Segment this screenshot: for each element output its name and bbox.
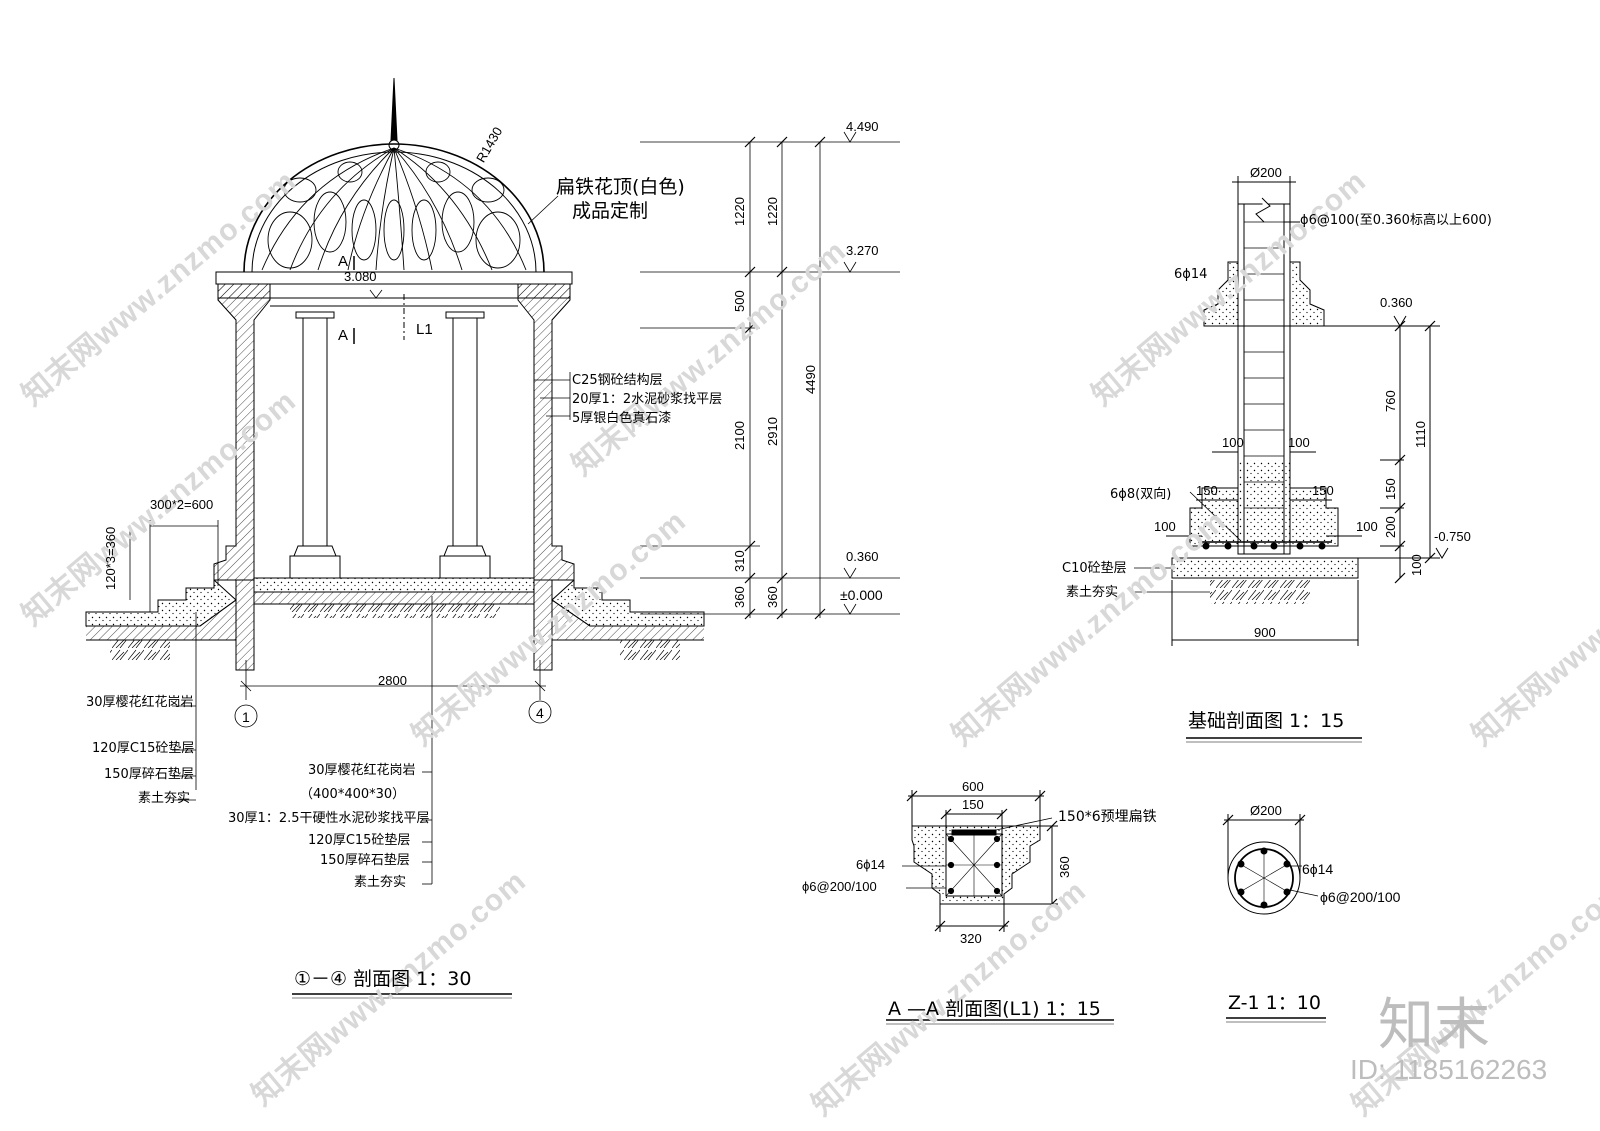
step-dim-100-l: 100: [1222, 435, 1244, 450]
step-dim-150-l: 150: [1196, 483, 1218, 498]
beam-width-inner: 150: [962, 797, 984, 812]
inner-columns: [289, 311, 491, 579]
floor-note-3: 30厚1：2.5干硬性水泥砂浆找平层: [228, 811, 430, 826]
foundation-dim-760: 760: [1383, 390, 1398, 412]
foundation-level-base: -0.750: [1434, 529, 1471, 544]
foundation-title: 基础剖面图 1：15: [1188, 710, 1345, 732]
column-stirrup: ϕ6@200/100: [1320, 889, 1401, 905]
beam-height: 360: [1057, 856, 1072, 878]
step-dims: [129, 520, 219, 612]
beam-width-bottom: 320: [960, 931, 982, 946]
foundation-stirrup: ϕ6@100(至0.360标高以上600): [1300, 213, 1492, 228]
level-plinth: 0.360: [846, 549, 879, 564]
foundation-level-plinth: 0.360: [1380, 295, 1413, 310]
dome-note-2: 成品定制: [572, 200, 649, 222]
cut-label-top: A: [338, 253, 349, 270]
foundation-dim-100: 100: [1409, 554, 1424, 576]
column-view: [1222, 814, 1326, 1023]
wall-note-2: 20厚1：2水泥砂浆找平层: [572, 392, 723, 407]
image-id: ID: 1185162263: [1350, 1054, 1548, 1085]
foundation-dim-150: 150: [1383, 478, 1398, 500]
dim-2910: 2910: [765, 417, 780, 446]
level-eave: 3.270: [846, 243, 879, 258]
dim-2100: 2100: [732, 421, 747, 450]
beam-embed: 150*6预埋扁铁: [1058, 809, 1157, 825]
cut-label-bottom: A: [338, 327, 349, 344]
vertical-dims: [369, 131, 900, 620]
wall-note-1: C25钢砼结构层: [572, 373, 663, 388]
axis-1-label: 1: [242, 709, 250, 725]
foundation-note-2: 素土夯实: [1066, 585, 1119, 600]
dim-1220-b: 1220: [765, 197, 780, 226]
column-main-bar: 6ϕ14: [1302, 861, 1334, 877]
level-ground: ±0.000: [840, 587, 883, 603]
entablature: [215, 271, 573, 307]
dim-4490: 4490: [803, 365, 818, 394]
left-wall: [213, 283, 271, 671]
beam-stirrup: ϕ6@200/100: [802, 879, 877, 894]
floor-slab: [253, 577, 535, 618]
steps-right: [551, 578, 705, 660]
dome-note-1: 扁铁花顶(白色): [556, 176, 685, 198]
beam-width-top: 600: [962, 779, 984, 794]
dim-1220-a: 1220: [732, 197, 747, 226]
foundation-col-dia: Ø200: [1250, 165, 1282, 180]
foundation-main-bar: 6ϕ14: [1174, 267, 1208, 282]
section-view: [85, 77, 900, 999]
dome: [243, 77, 545, 273]
right-wall: [517, 283, 575, 671]
foundation-view: [1134, 176, 1449, 743]
beam-view: [886, 790, 1114, 1025]
leaders: [172, 195, 571, 885]
foundation-bottom-bar: 6ϕ8(双向): [1110, 487, 1172, 502]
step-dim-100-ll: 100: [1154, 519, 1176, 534]
floor-note-2: （400*400*30）: [300, 787, 406, 802]
dim-500: 500: [732, 290, 747, 312]
left-note-3: 150厚碎石垫层: [104, 767, 194, 782]
step-dim-100-r: 100: [1288, 435, 1310, 450]
left-note-2: 120厚C15砼垫层: [92, 741, 195, 756]
left-note-4: 素土夯实: [138, 791, 191, 806]
section-title: ①－④ 剖面图 1：30: [294, 968, 472, 990]
beam-title: A —A 剖面图(L1) 1：15: [888, 998, 1101, 1020]
span-dim: 2800: [378, 673, 407, 688]
dim-360-b: 360: [765, 586, 780, 608]
foundation-dim-1110: 1110: [1413, 421, 1428, 448]
foundation-dim-200: 200: [1383, 516, 1398, 538]
step-height-dim: 120*3=360: [103, 526, 118, 590]
foundation-base-width: 900: [1254, 625, 1276, 640]
column-title: Z-1 1：10: [1228, 992, 1321, 1014]
wall-note-3: 5厚银白色真石漆: [572, 411, 672, 426]
step-width-dim: 300*2=600: [150, 497, 214, 512]
left-note-1: 30厚樱花红花岗岩: [86, 695, 194, 710]
floor-note-1: 30厚樱花红花岗岩: [308, 763, 416, 778]
dim-360-a: 360: [732, 586, 747, 608]
level-top: 4.490: [846, 119, 879, 134]
axis-lines: [234, 660, 552, 728]
floor-note-6: 素土夯实: [354, 875, 407, 890]
level-beam: 3.080: [344, 269, 377, 284]
step-dim-150-r: 150: [1312, 483, 1334, 498]
beam-tag: L1: [416, 321, 433, 338]
step-dim-100-rr: 100: [1356, 519, 1378, 534]
axis-4-label: 4: [536, 705, 544, 721]
column-dia: Ø200: [1250, 803, 1282, 818]
brand-logo: 知末: [1378, 993, 1490, 1058]
foundation-note-1: C10砼垫层: [1062, 561, 1127, 576]
floor-note-5: 150厚碎石垫层: [320, 853, 410, 868]
beam-main-bar: 6ϕ14: [856, 857, 885, 872]
floor-note-4: 120厚C15砼垫层: [308, 833, 411, 848]
steps-left: [85, 578, 237, 660]
dim-310: 310: [732, 550, 747, 572]
